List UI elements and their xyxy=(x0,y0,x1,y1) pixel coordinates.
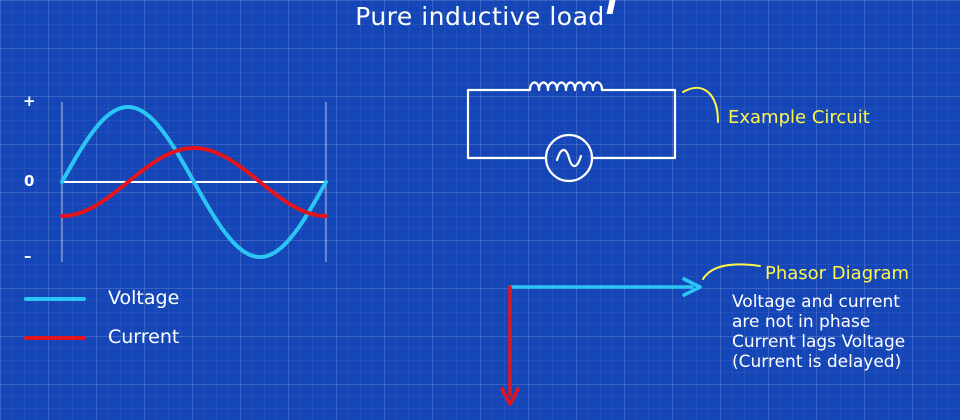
circuit-callout-label: Example Circuit xyxy=(728,107,870,128)
legend-current-label: Current xyxy=(108,326,180,348)
axis-label-minus: – xyxy=(24,247,32,265)
phasor-note-line: are not in phase xyxy=(732,312,871,332)
ac-source-sine xyxy=(555,148,583,168)
inductor-icon xyxy=(528,81,610,92)
circuit-callout-hook xyxy=(682,86,719,123)
circuit-wire xyxy=(466,88,677,160)
phasor-note-line: (Current is delayed) xyxy=(732,352,902,372)
phasor-callout-hook xyxy=(702,263,761,280)
current-waveform xyxy=(60,146,328,218)
page-title: Pure inductive load xyxy=(355,2,605,31)
voltage-waveform xyxy=(60,104,328,260)
phasor-notes: Voltage and current are not in phase Cur… xyxy=(732,292,905,372)
axis-label-zero: 0 xyxy=(24,172,35,190)
ac-source-icon xyxy=(544,133,594,183)
phasor-diagram xyxy=(500,277,702,406)
phasor-note-line: Current lags Voltage xyxy=(732,332,906,352)
axis-label-plus: + xyxy=(23,92,36,110)
current-phasor-arrowhead xyxy=(500,387,520,406)
phasor-callout-label: Phasor Diagram xyxy=(765,263,910,284)
phasor-note-line: Voltage and current xyxy=(732,292,900,312)
example-circuit xyxy=(466,81,677,183)
legend-voltage-label: Voltage xyxy=(108,287,180,309)
voltage-phasor-arrowhead xyxy=(682,277,702,297)
